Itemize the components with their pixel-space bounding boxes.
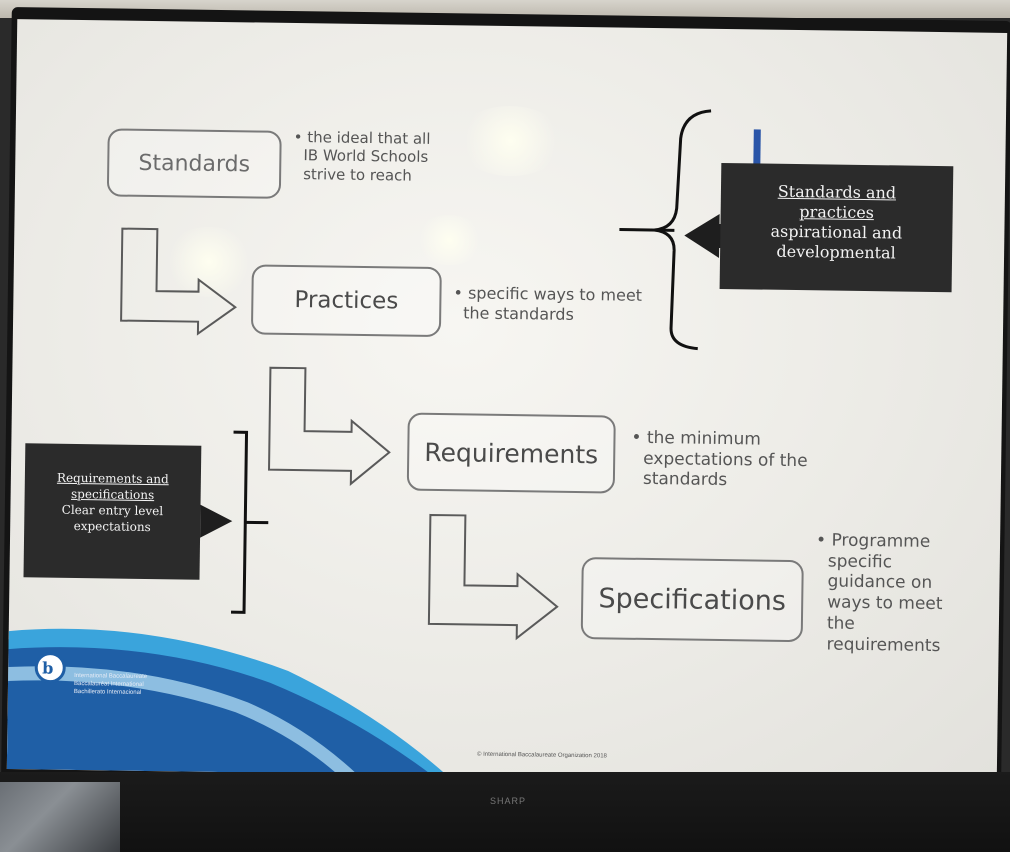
bullet-line: standards (642, 469, 728, 491)
right-brace-stem (619, 228, 675, 232)
tv-bottom-bezel (0, 772, 1010, 852)
bullet-line: the (826, 613, 855, 634)
standards-label: Standards (138, 150, 251, 177)
bullet-line: • specific ways to meet (453, 283, 643, 305)
logo-line: Bachillerato Internacional (73, 688, 142, 696)
flow-arrow-2 (268, 366, 391, 486)
requirements-bullet: • the minimum expectations of the standa… (631, 428, 808, 493)
ib-logo-text: International Baccalaureate Baccalauréat… (74, 672, 174, 697)
bullet-line: • the minimum (631, 427, 762, 450)
bullet-line: strive to reach (303, 164, 413, 185)
ib-logo-icon (34, 652, 66, 684)
bullet-line: requirements (826, 634, 941, 656)
requirements-label: Requirements (424, 437, 599, 469)
callout-body-line: expectations (73, 518, 151, 535)
bullet-line: • Programme (815, 530, 931, 552)
practices-box: Practices (250, 264, 442, 338)
specifications-bullet: • Programme specific guidance on ways to… (814, 530, 943, 656)
bullet-line: expectations of the (643, 448, 808, 471)
pointer-arrow-left-box (200, 504, 233, 538)
left-bracket (231, 430, 249, 614)
svg-text:b: b (42, 659, 53, 678)
standards-bullet: • the ideal that all IB World Schools st… (293, 128, 431, 185)
callout-body-line: developmental (776, 241, 896, 263)
bullet-line: • the ideal that all (293, 127, 431, 148)
bullet-line: ways to meet (827, 592, 943, 615)
flow-arrow-1 (120, 227, 237, 336)
practices-label: Practices (294, 287, 399, 315)
practices-bullet: • specific ways to meet the standards (453, 283, 642, 325)
specifications-label: Specifications (598, 582, 787, 617)
requirements-box: Requirements (406, 412, 616, 494)
room-corner (0, 782, 120, 852)
bullet-line: specific (827, 551, 893, 573)
tv-screen-slide: b Standards Practices Requirements Speci… (6, 19, 1008, 783)
bullet-line: guidance on (827, 571, 933, 594)
requirements-specs-callout: Requirements and specifications Clear en… (23, 443, 202, 580)
tv-brand-logo: SHARP (490, 796, 527, 806)
standards-box: Standards (106, 128, 282, 199)
ib-swoosh-light (8, 628, 447, 776)
specifications-box: Specifications (580, 557, 804, 643)
bullet-line: IB World Schools (303, 146, 429, 167)
standards-practices-callout: Standards and practices aspirational and… (719, 162, 954, 293)
flow-arrow-3 (427, 513, 559, 641)
bullet-line: the standards (463, 302, 575, 324)
